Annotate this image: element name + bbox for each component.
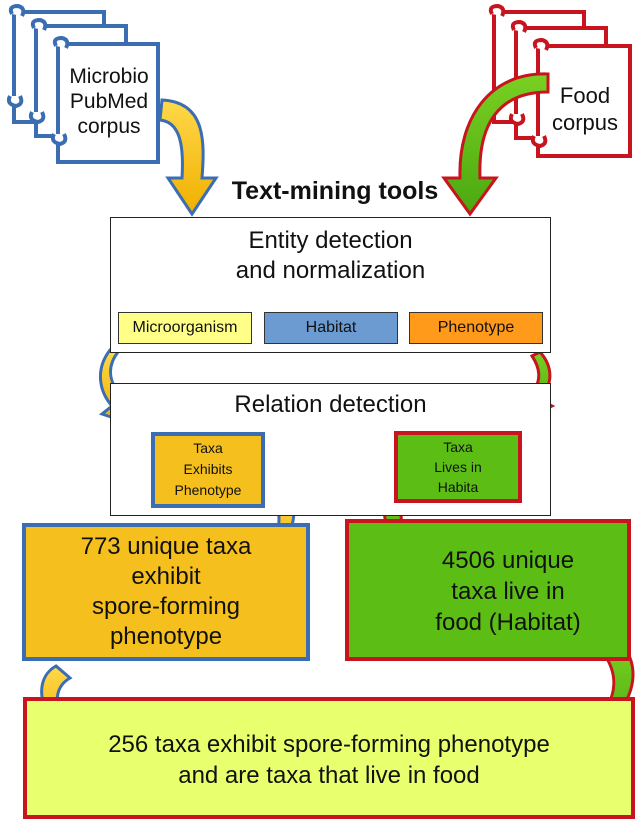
left-result-box: 773 unique taxa exhibit spore-forming ph…	[22, 523, 310, 661]
right-result-box: 4506 unique taxa live in food (Habitat)	[345, 519, 631, 661]
left-corpus-line: PubMed	[69, 90, 149, 113]
arrow-left-corpus-to-tools	[158, 98, 219, 217]
left-result-line: spore-forming	[91, 593, 241, 620]
tag-habitat: Habitat	[264, 312, 398, 344]
right-result-line: 4506 unique	[441, 547, 575, 574]
relation-taxa-exhibits-phenotype: Taxa Exhibits Phenotype	[151, 432, 265, 508]
relation-detection-title: Relation detection	[234, 391, 427, 418]
text-mining-tools-title: Text-mining tools	[231, 177, 439, 205]
exhibits-line: Exhibits	[183, 461, 233, 477]
right-result-line: food (Habitat)	[435, 609, 581, 636]
right-corpus-line: corpus	[551, 110, 619, 135]
left-corpus-line: corpus	[77, 115, 141, 138]
left-result-line: 773 unique taxa	[80, 533, 252, 560]
right-corpus-label: Food corpus	[542, 82, 628, 136]
final-result-box: 256 taxa exhibit spore-forming phenotype…	[23, 697, 635, 819]
relation-detection-box: Relation detection Taxa Exhibits Phenoty…	[110, 383, 551, 516]
entity-title-line: Entity detection	[248, 227, 413, 254]
left-result-line: phenotype	[109, 623, 223, 650]
right-corpus-line: Food	[559, 83, 611, 108]
left-document-stack-icon	[6, 3, 160, 164]
entity-title-line: and normalization	[235, 257, 426, 284]
lives-line: Taxa	[443, 439, 473, 455]
exhibits-line: Phenotype	[174, 482, 242, 498]
final-result-line: 256 taxa exhibit spore-forming phenotype	[108, 731, 550, 758]
exhibits-line: Taxa	[193, 440, 223, 456]
left-corpus-line: Microbio	[69, 65, 149, 88]
entity-detection-title: Entity detection and normalization	[111, 226, 550, 286]
right-result-line: taxa live in	[451, 578, 565, 605]
arrow-right-corpus-to-tools	[441, 72, 550, 217]
entity-detection-box: Entity detection and normalization Micro…	[110, 217, 551, 353]
tag-microorganism: Microorganism	[118, 312, 252, 344]
relation-taxa-lives-in-habitat: Taxa Lives in Habita	[394, 431, 522, 503]
left-result-line: exhibit	[131, 563, 201, 590]
lives-line: Lives in	[434, 459, 482, 475]
final-result-line: and are taxa that live in food	[178, 762, 480, 789]
tag-phenotype: Phenotype	[409, 312, 543, 344]
lives-line: Habita	[437, 479, 479, 495]
left-corpus-label: Microbio PubMed corpus	[62, 64, 156, 139]
